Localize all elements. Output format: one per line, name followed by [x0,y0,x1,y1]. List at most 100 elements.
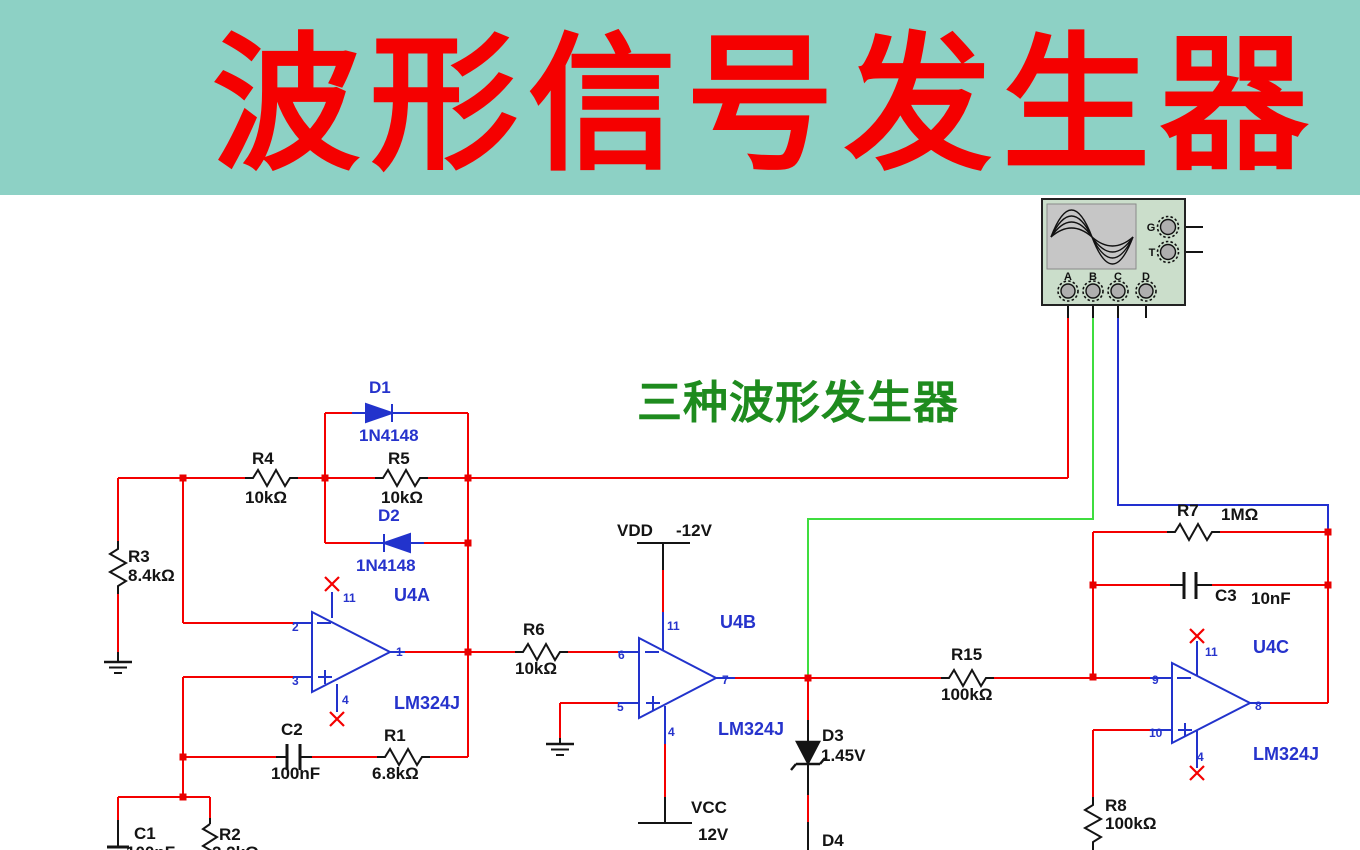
capacitor-C2-symbol[interactable] [285,744,302,770]
resistor-R2-value: 2.2kΩ [212,843,259,850]
resistor-R2-ref: R2 [219,825,241,844]
u4b-pin-output-number: 7 [722,673,729,687]
u4b-pin-inverting-number: 6 [618,648,625,662]
scope-knob-t[interactable] [1156,240,1180,264]
resistor-R5-value: 10kΩ [381,488,423,507]
opamp-U4C-part: LM324J [1253,744,1320,764]
oscilloscope-instrument[interactable]: G T A B C D [1041,198,1186,306]
vdd-rail[interactable] [637,542,690,570]
scope-knob-g[interactable] [1156,215,1180,239]
vcc-value: 12V [698,825,729,844]
nc-x-icon [324,576,340,592]
u4a-pin-vminus-number: 4 [342,693,349,707]
resistor-R8-value: 100kΩ [1105,814,1157,833]
resistor-R6-value: 10kΩ [515,659,557,678]
u4a-plus-sign [318,670,332,684]
resistor-R15-value: 100kΩ [941,685,993,704]
scope-terminal-c[interactable] [1107,280,1129,302]
wire-blue-net[interactable] [1117,318,1329,532]
u4b-pin-noninverting-number: 5 [617,700,624,714]
diode-D4-ref: D4 [822,831,844,850]
resistor-R5-symbol[interactable] [375,467,428,489]
vcc-rail[interactable] [638,797,692,824]
u4a-pin-noninverting-number: 3 [292,674,299,688]
resistor-R4-ref: R4 [252,449,274,468]
opamp-U4B-name: U4B [720,612,757,632]
diode-D2-value: 1N4148 [356,556,416,575]
diode-D2-symbol[interactable] [370,532,424,554]
resistor-R15-ref: R15 [951,645,983,664]
scope-terminal-a-label: A [1064,271,1072,283]
schematic-caption: 三种波形发生器 [637,378,960,428]
nc-x-icon [1189,628,1205,644]
capacitor-C3-ref: C3 [1215,586,1237,605]
sine-waves-icon [1050,209,1134,265]
ground-symbol[interactable] [104,660,132,674]
scope-terminal-d-label: D [1142,271,1150,283]
resistor-R5-ref: R5 [388,449,410,468]
u4c-pin-output-number: 8 [1255,699,1262,713]
nc-x-icon [329,711,345,727]
capacitors [107,572,1198,849]
junction-dots [179,474,1332,801]
u4c-pin-noninverting-number: 10 [1149,726,1163,740]
no-connect-marks [324,576,1205,781]
nc-x-icon [1189,765,1205,781]
scope-terminal-d[interactable] [1135,280,1157,302]
title-banner: 波形信号发生器 [0,0,1360,195]
opamp-U4A-name: U4A [394,585,431,605]
opamp-U4A-symbol[interactable] [293,592,405,712]
diode-D1-value: 1N4148 [359,426,419,445]
resistor-R15-symbol[interactable] [941,667,994,689]
ground-stubs [117,652,561,743]
opamp-U4A-part: LM324J [394,693,461,713]
scope-knob-t-label: T [1149,247,1156,259]
diode-D1-symbol[interactable] [352,402,410,424]
vdd-label: VDD [617,521,653,540]
ground-symbol[interactable] [546,742,574,756]
resistor-R8-symbol[interactable] [1082,797,1104,850]
opamp-U4B-symbol[interactable] [618,612,735,744]
u4c-plus-sign [1178,723,1192,737]
diode-D1-ref: D1 [369,378,391,397]
wire-green-net[interactable] [807,318,1094,678]
resistor-R7-symbol[interactable] [1167,521,1220,543]
u4c-pin-vminus-number: 4 [1197,750,1204,764]
diode-D3-symbol[interactable] [790,740,826,771]
resistor-R8-ref: R8 [1105,796,1127,815]
resistor-R7-ref: R7 [1177,501,1199,520]
resistor-R3-value: 8.4kΩ [128,566,175,585]
scope-knob-g-label: G [1147,222,1156,234]
resistor-R1-value: 6.8kΩ [372,764,419,783]
scope-terminal-b-label: B [1089,271,1097,283]
resistors [107,467,1220,850]
u4b-pin-vminus-number: 4 [668,725,675,739]
scope-terminal-c-label: C [1114,271,1122,283]
resistor-R4-value: 10kΩ [245,488,287,507]
resistor-R1-ref: R1 [384,726,406,745]
scope-terminal-b[interactable] [1082,280,1104,302]
resistor-R1-symbol[interactable] [377,746,430,768]
resistor-R7-value: 1MΩ [1221,505,1259,524]
scope-terminal-a[interactable] [1057,280,1079,302]
resistor-R6-symbol[interactable] [515,641,568,663]
pin-numbers: 2 3 1 11 4 6 5 7 11 4 9 10 8 11 4 [292,591,1262,764]
diode-D2-ref: D2 [378,506,400,525]
capacitor-C2-value: 100nF [271,764,321,783]
diode-D3-ref: D3 [822,726,844,745]
vcc-label: VCC [691,798,727,817]
capacitor-C3-symbol[interactable] [1182,572,1198,599]
resistor-R6-ref: R6 [523,620,545,639]
resistor-R3-ref: R3 [128,547,150,566]
capacitor-C2-ref: C2 [281,720,303,739]
diode-D3-value: 1.45V [821,746,866,765]
u4a-pin-vplus-number: 11 [343,591,356,605]
opamp-U4C-name: U4C [1253,637,1290,657]
resistor-R4-symbol[interactable] [245,467,298,489]
resistor-R2-symbol[interactable] [201,823,219,850]
opamp-U4C-symbol[interactable] [1150,641,1270,768]
capacitor-C1-value: 100nF [126,843,175,850]
resistor-R3-symbol[interactable] [107,541,129,594]
